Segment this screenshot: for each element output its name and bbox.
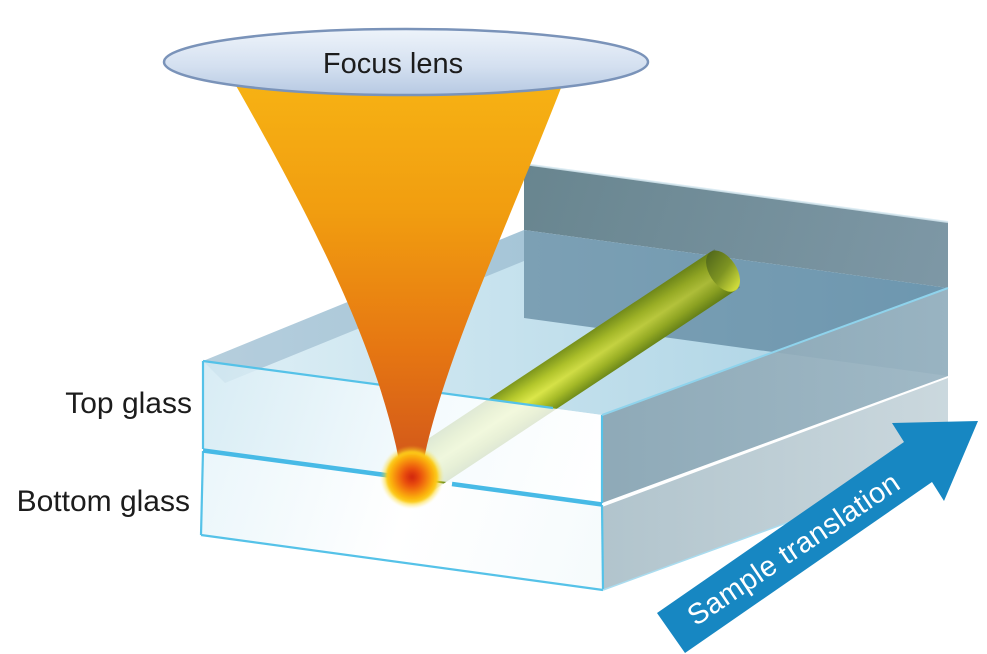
bottom-glass-side-face [602, 378, 948, 590]
top-glass-top-edge [202, 359, 554, 410]
bottom-glass-right-edge [600, 504, 605, 591]
focus-lens-label: Focus lens [323, 48, 463, 80]
bottom-glass-front-face [201, 451, 603, 590]
focus-lens [162, 27, 650, 97]
back-panel-top-edge [523, 163, 949, 223]
glass-interface-edge-right [451, 481, 603, 507]
top-glass-label: Top glass [65, 387, 192, 420]
top-glass-side-face [602, 288, 948, 503]
bottom-glass-left-edge [199, 450, 205, 536]
bottom-glass-bottom-edge [200, 533, 604, 592]
side-face-top-edge [601, 287, 949, 416]
focal-spot [385, 450, 439, 504]
waveguide-far-shading [516, 249, 740, 419]
translation-arrow [657, 421, 978, 653]
back-panel [524, 164, 948, 288]
laser-beam-cone [227, 70, 568, 477]
bottom-glass-label: Bottom glass [17, 485, 190, 518]
waveguide-end-cap [706, 250, 741, 292]
glass-edges [199, 359, 605, 592]
